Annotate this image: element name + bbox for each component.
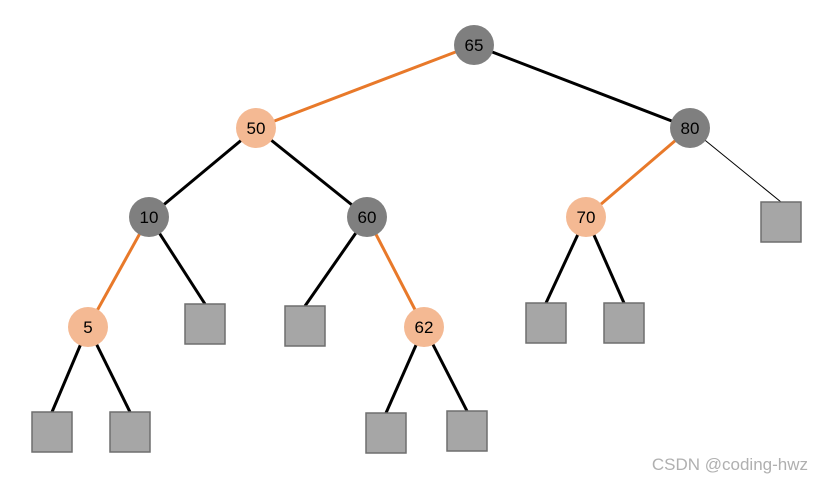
node-circle-65 (454, 25, 494, 65)
edge-n80-n70 (585, 126, 691, 219)
tree-node-60: 60 (347, 197, 387, 237)
nil-leaf-80-right (760, 201, 802, 243)
nil-leaf-5-left (31, 411, 73, 453)
edge-n50-n60 (255, 126, 368, 219)
tree-node-62: 62 (404, 307, 444, 347)
edge-n65-n50 (255, 43, 475, 130)
node-label-60: 60 (358, 208, 377, 227)
edge-n65-n80 (473, 43, 691, 130)
nil-leaf-5-right (109, 411, 151, 453)
nil-leaf-62-right (446, 410, 488, 452)
watermark: CSDN @coding-hwz (651, 455, 808, 474)
node-label-70: 70 (577, 208, 596, 227)
node-label-65: 65 (465, 36, 484, 55)
nil-leaves-layer (31, 201, 802, 454)
edge-n60-n62 (365, 216, 426, 328)
tree-node-50: 50 (236, 108, 276, 148)
tree-node-70: 70 (566, 197, 606, 237)
node-label-80: 80 (681, 119, 700, 138)
node-circle-60 (347, 197, 387, 237)
node-circle-80 (670, 108, 710, 148)
tree-node-80: 80 (670, 108, 710, 148)
node-circle-5 (68, 307, 108, 347)
node-label-62: 62 (415, 318, 434, 337)
nil-leaf-10-right (184, 303, 226, 345)
nil-leaf-70-left (525, 302, 567, 344)
node-circle-50 (236, 108, 276, 148)
edge-n10-n5 (86, 216, 151, 328)
tree-node-5: 5 (68, 307, 108, 347)
node-label-50: 50 (247, 119, 266, 138)
tree-node-65: 65 (454, 25, 494, 65)
nil-leaf-70-right (603, 302, 645, 344)
nil-leaf-62-left (365, 412, 407, 454)
node-circle-70 (566, 197, 606, 237)
nodes-layer: 65 50 80 10 60 70 5 62 (68, 25, 710, 347)
node-circle-62 (404, 307, 444, 347)
node-label-10: 10 (140, 208, 159, 227)
edge-n50-n10 (148, 126, 257, 219)
node-circle-10 (129, 197, 169, 237)
nil-leaf-60-left (284, 305, 326, 347)
node-label-5: 5 (83, 318, 92, 337)
tree-node-10: 10 (129, 197, 169, 237)
